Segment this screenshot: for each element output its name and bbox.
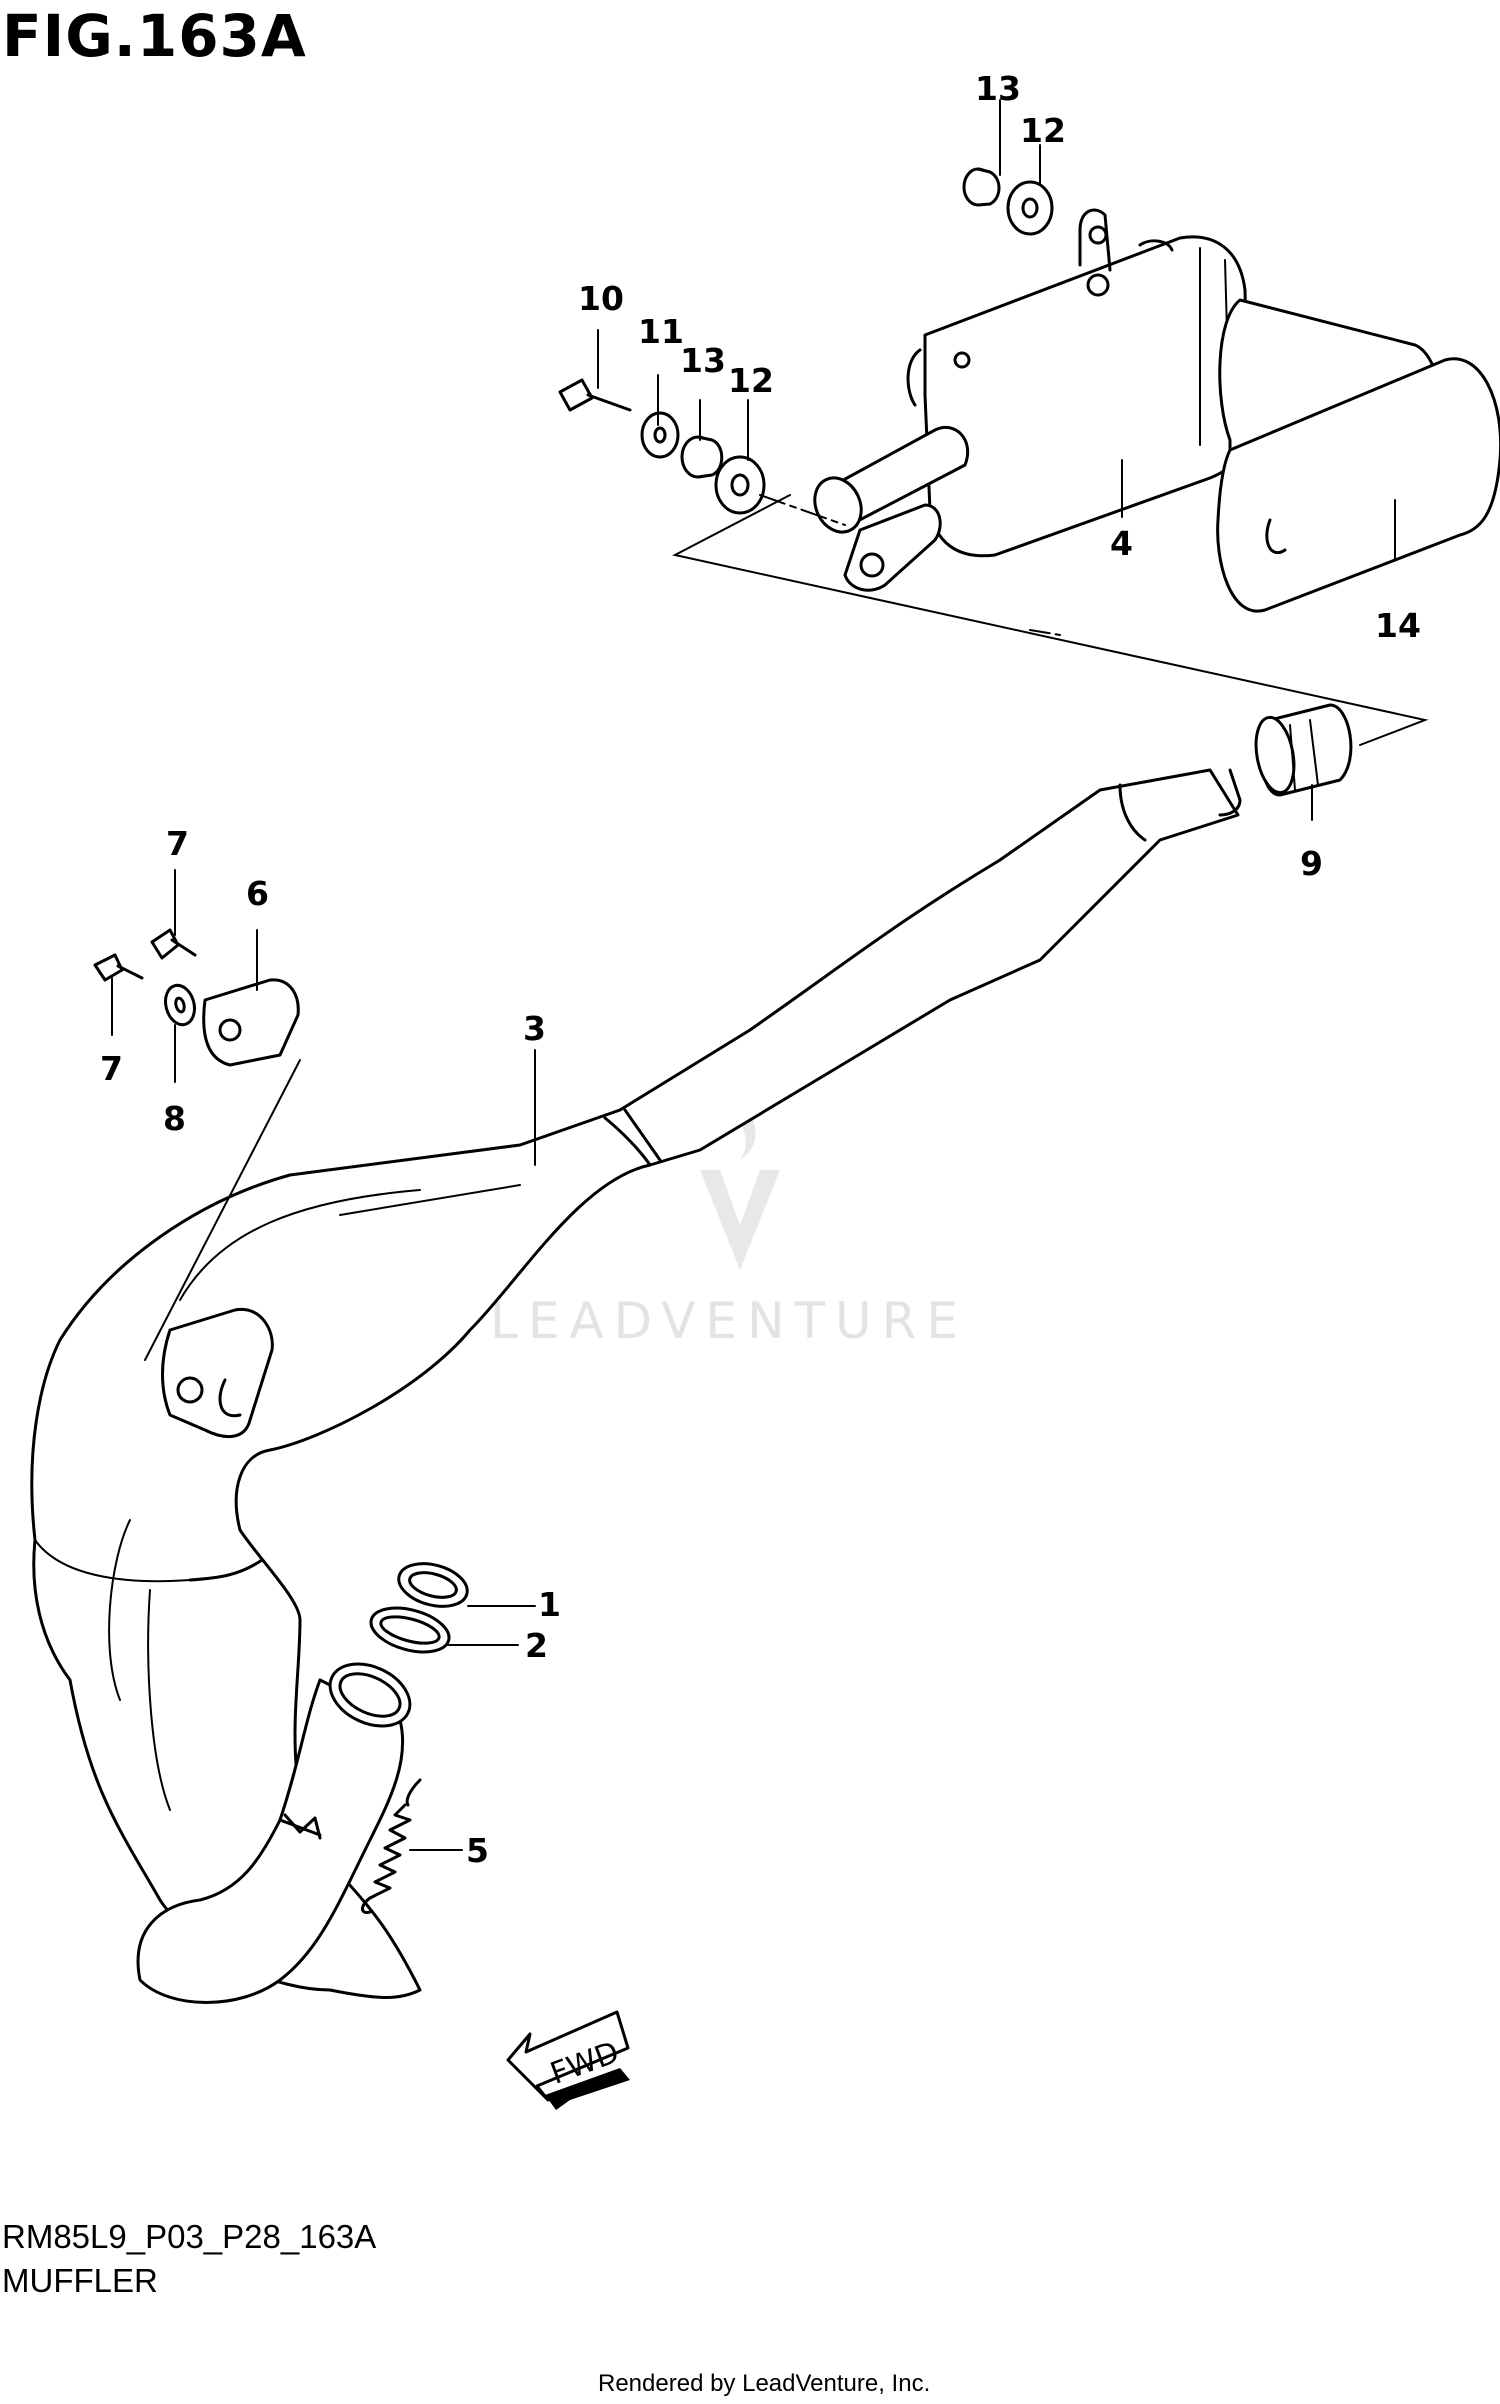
grommet-12-upper[interactable] [1006,180,1054,236]
washer-11[interactable] [640,411,680,459]
callout-4: 4 [1110,524,1133,563]
callout-7-lower: 7 [100,1049,123,1088]
gasket-1[interactable] [394,1557,472,1614]
silencer-packing[interactable] [1216,298,1500,613]
spring[interactable] [361,1778,422,1915]
figure-title: FIG.163A [2,2,307,70]
watermark-logo: LEADVENTURE [490,1080,968,1350]
bolt-7-lower[interactable] [93,953,144,982]
diagram-code: RM85L9_P03_P28_163A [2,2218,377,2255]
fwd-arrow-icon: FWD [506,2010,630,2110]
callout-2: 2 [525,1626,548,1665]
leader-lines [111,99,1396,1851]
front-bracket[interactable] [202,978,300,1067]
callout-9: 9 [1300,844,1323,883]
callout-8: 8 [163,1099,186,1138]
bolt-7-upper[interactable] [150,928,197,960]
clamp-9[interactable] [1251,703,1353,797]
callout-6: 6 [246,874,269,913]
collar-13-lower[interactable] [680,435,724,479]
grommet-12-lower[interactable] [714,455,766,515]
callout-10: 10 [578,279,624,318]
diagram-subtitle: MUFFLER [2,2262,158,2299]
rendered-by-credit: Rendered by LeadVenture, Inc. [598,2370,931,2397]
muffler-body[interactable] [806,208,1250,592]
header-pipe[interactable] [136,1652,420,2004]
callout-12-upper: 12 [1020,111,1066,150]
assembly-lines [144,494,1429,1361]
callout-5: 5 [466,1831,489,1870]
washer-8[interactable] [161,982,198,1028]
collar-13-upper[interactable] [962,167,1001,207]
exhaust-pipe[interactable] [30,768,1242,1999]
callout-1: 1 [538,1585,561,1624]
callout-13-lower: 13 [680,341,726,380]
callout-3: 3 [523,1009,546,1048]
callout-12-lower: 12 [728,361,774,400]
callout-13-upper: 13 [975,69,1021,108]
callout-11: 11 [638,312,684,351]
gasket-2[interactable] [366,1600,454,1659]
callout-7-upper: 7 [166,824,189,863]
watermark-text: LEADVENTURE [490,1292,968,1350]
bolt-10[interactable] [558,378,632,412]
callout-14: 14 [1375,606,1421,645]
